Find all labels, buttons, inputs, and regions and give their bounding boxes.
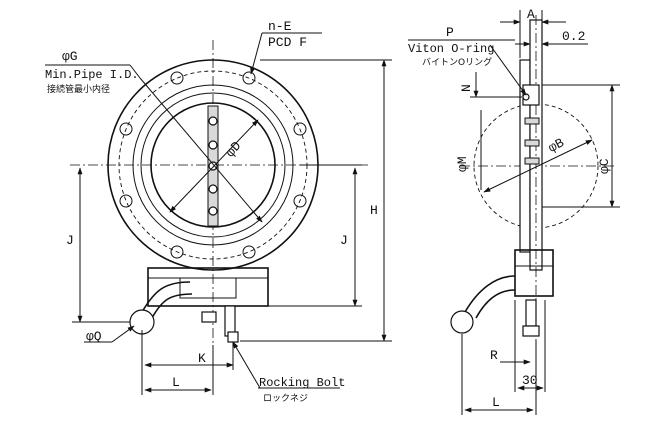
bolt-head (227, 331, 239, 343)
side-bolt (524, 139, 540, 147)
label-j-left: J (66, 233, 74, 248)
label-r: R (490, 348, 498, 363)
label-ob: φB (546, 135, 567, 156)
label-n: N (459, 84, 474, 92)
label-ne: n-E (268, 19, 292, 34)
bolt-hole (242, 71, 256, 85)
label-dim-02: 0.2 (562, 29, 585, 44)
label-om: φM (455, 156, 470, 172)
label-l-front: L (172, 375, 180, 390)
om-circle (473, 103, 599, 229)
oq-leader (111, 325, 135, 343)
side-lever-knob (450, 310, 474, 334)
side-body-block (514, 249, 554, 297)
stem-screw (208, 184, 218, 194)
label-viton-jp: バイトンOリング (422, 56, 492, 68)
flange-raised-face (132, 84, 294, 246)
label-a: A (527, 7, 535, 22)
valve-body-block (147, 267, 269, 307)
side-bolt (524, 117, 540, 125)
bolt-hole (170, 71, 184, 85)
front-view: n-E PCD F φG Min.Pipe I.D. 接続管最小内径 φD H … (45, 19, 392, 404)
label-l-side: L (492, 395, 500, 410)
label-pcd: PCD F (268, 35, 307, 50)
label-p: P (446, 25, 454, 40)
label-dim-30: 30 (522, 373, 538, 388)
lever-arm (141, 281, 191, 313)
stem-screw (208, 206, 218, 216)
label-rocking-bolt: Rocking Bolt (259, 376, 345, 390)
bolt-hole (119, 122, 133, 136)
label-h: H (370, 203, 378, 218)
og-leader-start (129, 64, 141, 79)
bolt-hole (293, 194, 307, 208)
label-min-pipe: Min.Pipe I.D. (45, 68, 139, 82)
stem-screw (208, 140, 218, 150)
label-oq: φQ (86, 329, 102, 344)
label-k: K (198, 351, 206, 366)
lever-arm-back (151, 293, 193, 319)
rocking-bolt-leader (232, 341, 261, 389)
od-dimension-line (169, 119, 259, 213)
label-rocking-bolt-jp: ロックネジ (263, 393, 308, 404)
viton-leader (489, 44, 527, 96)
side-lever-arm (464, 275, 516, 313)
stem-screw (208, 116, 218, 126)
label-j-right: J (340, 233, 348, 248)
ob-dimension-line (483, 139, 593, 193)
bolt-hole (170, 245, 184, 259)
label-oc: φC (597, 158, 612, 174)
stem-screw (208, 161, 218, 171)
label-od: φD (223, 138, 245, 160)
label-viton: Viton O-ring (408, 42, 494, 56)
side-bolt-head (522, 325, 540, 337)
label-og: φG (62, 49, 78, 64)
body-boss (179, 277, 237, 299)
bolt-hole (242, 245, 256, 259)
lever-handle (129, 281, 193, 335)
side-view: A P Viton O-ring バイトンOリング 0.2 N φM φB φC… (408, 7, 620, 415)
side-bolt (524, 157, 540, 165)
ne-leader (250, 32, 263, 75)
label-min-pipe-jp: 接続管最小内径 (47, 83, 110, 95)
side-bolt-shank (525, 299, 537, 327)
bolt-hole (293, 122, 307, 136)
bolt-holes (119, 71, 307, 259)
flange-step-ring (140, 92, 286, 238)
bolt-hole (119, 194, 133, 208)
bore-circle (150, 102, 276, 228)
rocking-bolt (201, 305, 239, 343)
side-lever-arm-back (475, 289, 516, 319)
bolt-nut (201, 311, 217, 323)
